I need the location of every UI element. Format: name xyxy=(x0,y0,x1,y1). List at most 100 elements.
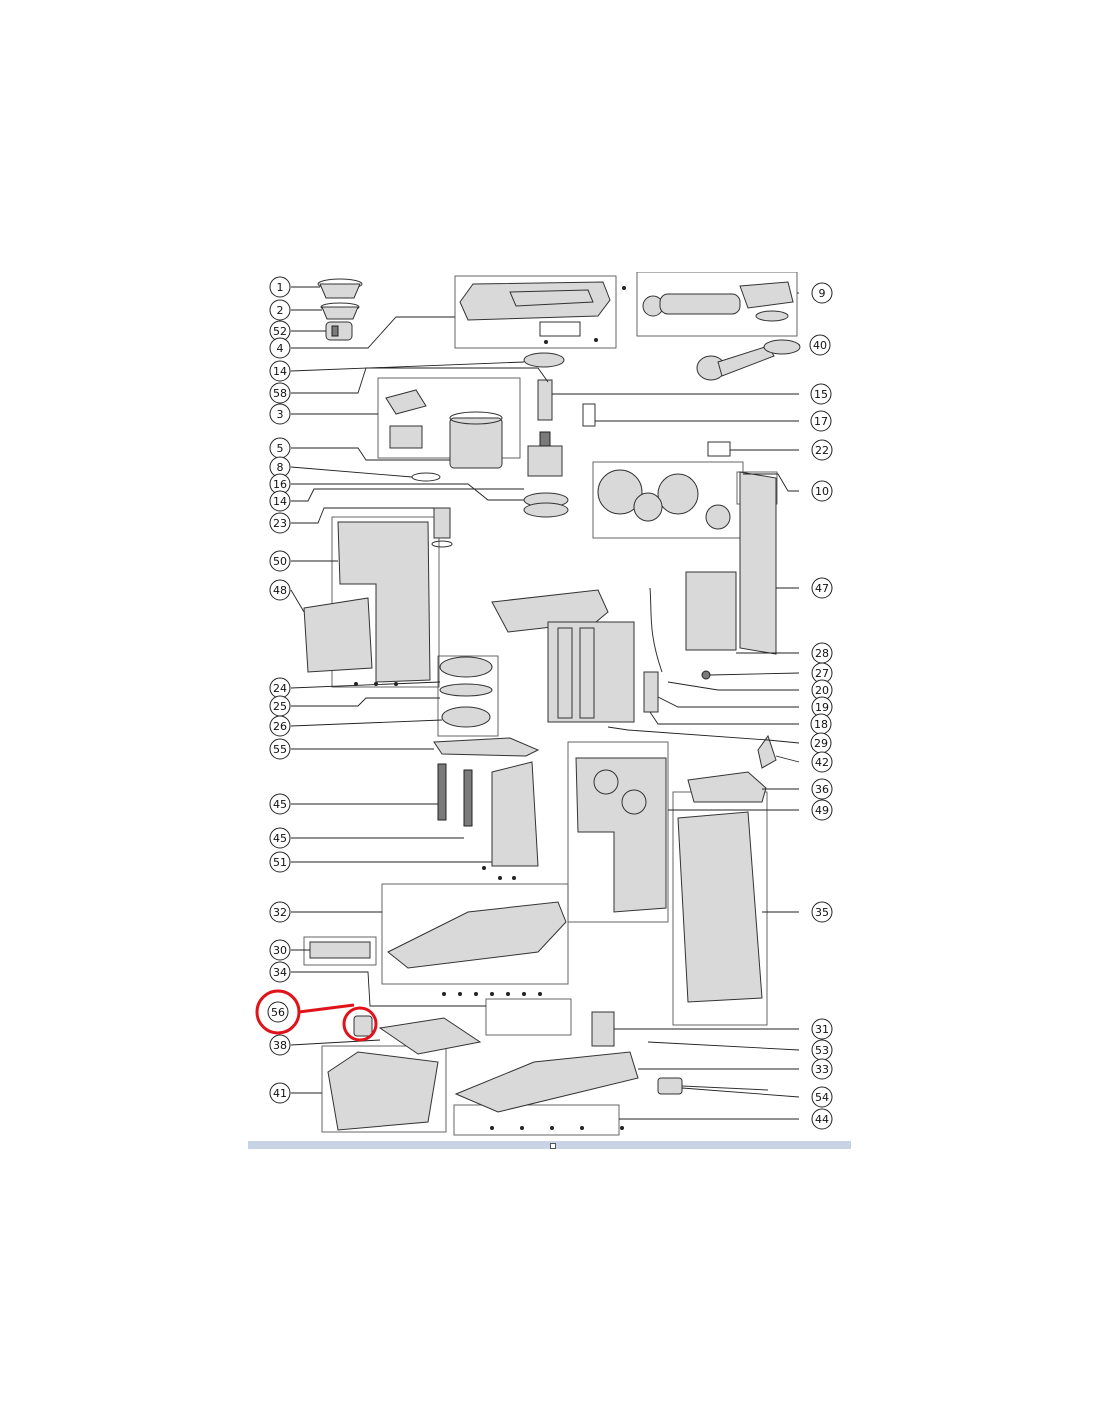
callout-25: 25 xyxy=(269,695,291,717)
drip-grid-38 xyxy=(378,1017,482,1055)
callout-54: 54 xyxy=(811,1086,833,1108)
callout-number: 36 xyxy=(815,783,829,796)
callout-number: 48 xyxy=(273,584,287,597)
callout-circle xyxy=(269,512,291,534)
callout-18: 18 xyxy=(810,713,832,735)
callout-22: 22 xyxy=(811,439,833,461)
callout-number: 45 xyxy=(273,832,287,845)
callout-circle xyxy=(811,577,833,599)
callout-number: 47 xyxy=(815,582,829,595)
callout-number: 52 xyxy=(273,325,287,338)
callout-number: 14 xyxy=(273,495,287,508)
callout-number: 33 xyxy=(815,1063,829,1076)
callout-circle xyxy=(269,738,291,760)
callout-circle xyxy=(269,851,291,873)
callout-number: 25 xyxy=(273,700,287,713)
callout-23: 23 xyxy=(269,512,291,534)
viewer-scrollbar[interactable] xyxy=(248,1141,851,1149)
callout-number: 2 xyxy=(277,304,284,317)
callout-34: 34 xyxy=(269,961,291,983)
callout-31: 31 xyxy=(811,1018,833,1040)
callout-circle xyxy=(269,1034,291,1056)
callout-number: 9 xyxy=(819,287,826,300)
callout-4: 4 xyxy=(269,337,291,359)
callout-10: 10 xyxy=(811,480,833,502)
valve-52 xyxy=(325,321,353,341)
callout-number: 38 xyxy=(273,1039,287,1052)
callout-number: 42 xyxy=(815,756,829,769)
callout-35: 35 xyxy=(811,901,833,923)
callout-number: 19 xyxy=(815,701,829,714)
callout-20: 20 xyxy=(811,679,833,701)
filter-basket-1 xyxy=(317,278,363,299)
callout-15: 15 xyxy=(810,383,832,405)
shelf-55 xyxy=(433,737,540,757)
callout-number: 18 xyxy=(814,718,828,731)
callout-circle xyxy=(269,337,291,359)
connector-22 xyxy=(707,441,731,457)
callout-number: 24 xyxy=(273,682,287,695)
callout-number: 20 xyxy=(815,684,829,697)
panel-51 xyxy=(491,761,539,867)
plate-8 xyxy=(411,472,441,482)
portafilter-40 xyxy=(696,339,801,381)
boiler-5 xyxy=(449,411,503,469)
callout-55: 55 xyxy=(269,738,291,760)
callout-circle xyxy=(269,299,291,321)
callout-42: 42 xyxy=(811,751,833,773)
callout-number: 22 xyxy=(815,444,829,457)
highlight-part-56 xyxy=(255,989,378,1042)
front-plate-49 xyxy=(575,757,667,913)
callout-number: 54 xyxy=(815,1091,829,1104)
callout-circle xyxy=(269,939,291,961)
callout-circle xyxy=(811,1018,833,1040)
callout-number: 16 xyxy=(273,478,287,491)
callout-19: 19 xyxy=(811,696,833,718)
callout-49: 49 xyxy=(811,799,833,821)
callout-number: 40 xyxy=(813,339,827,352)
rod-45a xyxy=(437,763,447,821)
cover-30 xyxy=(309,941,371,959)
callout-circle xyxy=(269,715,291,737)
callout-50: 50 xyxy=(269,550,291,572)
drip-cover-36 xyxy=(687,771,767,803)
nut-27 xyxy=(701,670,711,680)
screws xyxy=(354,286,626,1130)
callout-8: 8 xyxy=(269,456,291,478)
callout-circle xyxy=(269,382,291,404)
pump-16 xyxy=(527,431,563,477)
callout-24: 24 xyxy=(269,677,291,699)
callout-number: 14 xyxy=(273,365,287,378)
front-cover-48 xyxy=(303,597,373,673)
callout-number: 26 xyxy=(273,720,287,733)
control-board-3 xyxy=(385,389,427,449)
callout-circle xyxy=(267,1001,289,1023)
callout-9: 9 xyxy=(811,282,833,304)
callout-circle xyxy=(269,579,291,601)
callout-28: 28 xyxy=(811,642,833,664)
water-tank-35 xyxy=(677,811,763,1003)
callout-number: 1 xyxy=(277,281,284,294)
cup-tray-4 xyxy=(459,281,611,337)
parts xyxy=(303,278,801,1131)
callout-circle xyxy=(811,751,833,773)
switch-17 xyxy=(582,403,596,427)
callout-circle xyxy=(810,410,832,432)
callout-number: 5 xyxy=(277,442,284,455)
side-panel-47 xyxy=(739,471,777,655)
callout-3: 3 xyxy=(269,403,291,425)
callout-circle xyxy=(269,360,291,382)
callout-circle xyxy=(811,282,833,304)
callout-number: 28 xyxy=(815,647,829,660)
callout-17: 17 xyxy=(810,410,832,432)
callout-47: 47 xyxy=(811,577,833,599)
callout-41: 41 xyxy=(269,1082,291,1104)
scrollbar-handle[interactable] xyxy=(550,1143,556,1149)
callout-number: 49 xyxy=(815,804,829,817)
callout-circle xyxy=(269,901,291,923)
callout-14: 14 xyxy=(269,490,291,512)
callout-number: 10 xyxy=(815,485,829,498)
callout-circle xyxy=(811,439,833,461)
callout-circle xyxy=(269,961,291,983)
rod-45b xyxy=(463,769,473,827)
